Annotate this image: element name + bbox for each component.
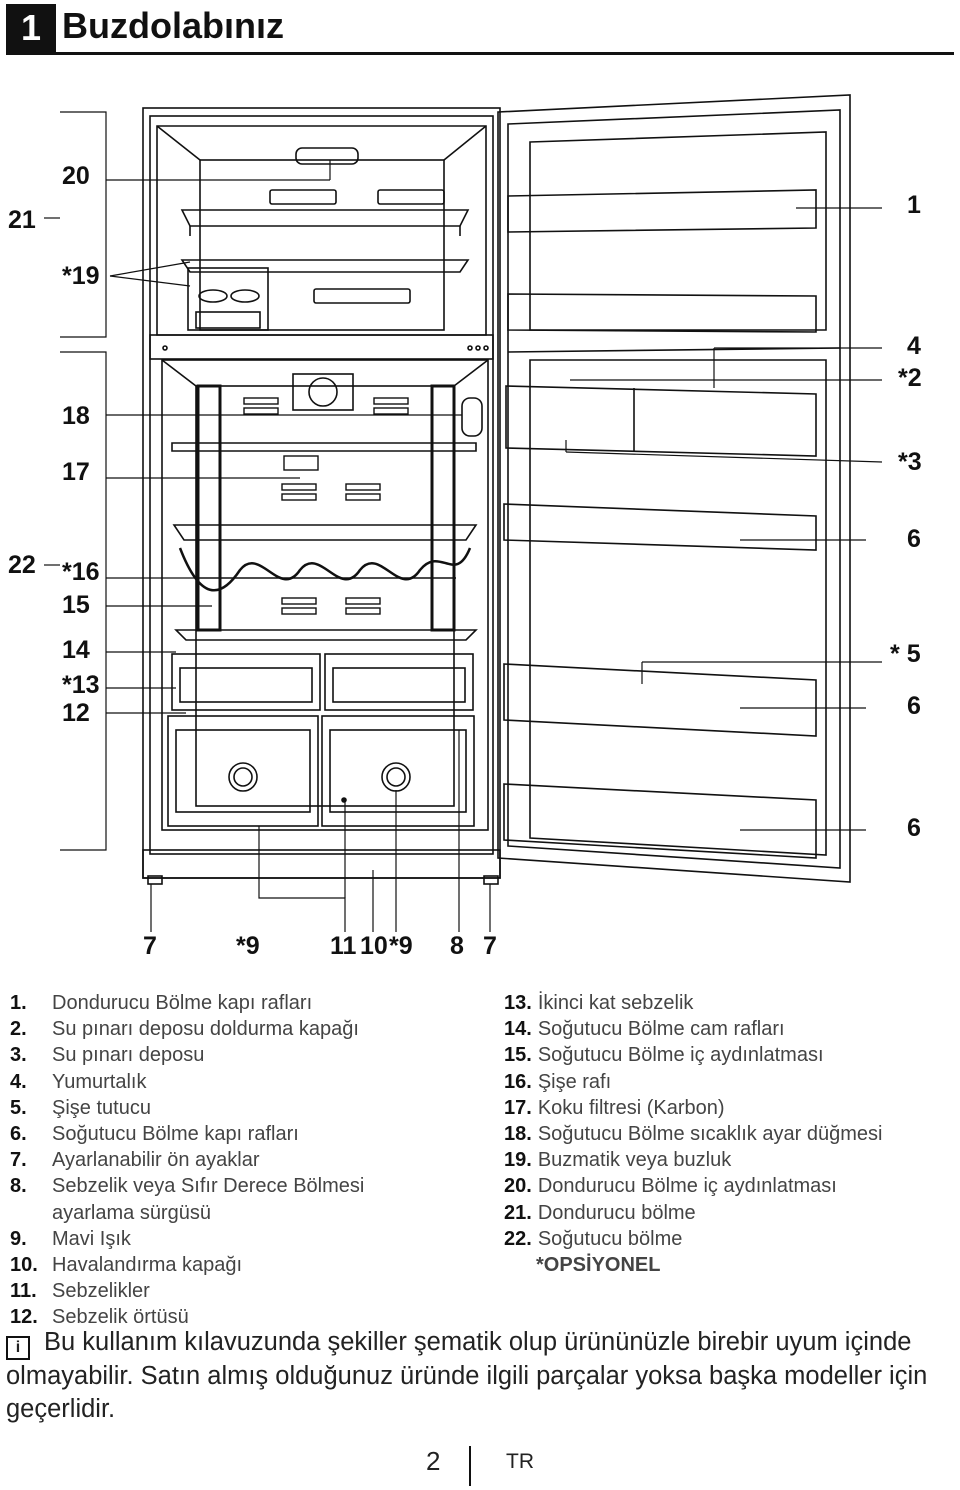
- callout-3: *3: [898, 448, 922, 476]
- callout-9-num: 9: [245, 932, 260, 960]
- legend-item: 1.Dondurucu Bölme kapı rafları: [10, 992, 313, 1014]
- legend-item: 18.Soğutucu Bölme sıcaklık ayar düğmesi: [504, 1123, 883, 1146]
- info-icon: i: [6, 1336, 30, 1360]
- callout-20: 20: [62, 162, 90, 190]
- callout-9b-num: 9: [398, 932, 413, 960]
- callout-6-bottom: 6: [907, 814, 921, 842]
- legend-item: 5.Şişe tutucu: [10, 1096, 151, 1119]
- callout-6-mid: 6: [907, 692, 921, 720]
- callout-16-num: 16: [71, 558, 100, 586]
- optional-label: *OPSİYONEL: [536, 1254, 661, 1277]
- legend-item: 3.Su pınarı deposu: [10, 1044, 205, 1067]
- legend-item: 19.Buzmatik veya buzluk: [504, 1149, 732, 1172]
- legend-item: 14.Soğutucu Bölme cam rafları: [504, 1018, 785, 1041]
- callout-22: 22: [8, 551, 36, 579]
- legend-item: 8.Sebzelik veya Sıfır Derece Bölmesi: [10, 1175, 365, 1198]
- callout-1: 1: [907, 191, 921, 219]
- optional-mark: *: [62, 262, 72, 290]
- legend-item: 9.Mavi Işık: [10, 1227, 131, 1250]
- optional-mark: *: [898, 364, 908, 392]
- legend-item: 4.Yumurtalık: [10, 1070, 147, 1093]
- callout-8: 8: [450, 932, 464, 960]
- legend-item: 2.Su pınarı deposu doldurma kapağı: [10, 1018, 359, 1041]
- legend-item: 10.Havalandırma kapağı: [10, 1254, 243, 1277]
- legend-item: 13.İkinci kat sebzelik: [504, 992, 694, 1014]
- legend-item: ayarlama sürgüsü: [52, 1201, 211, 1224]
- callout-7-left: 7: [143, 932, 157, 960]
- callout-21: 21: [8, 206, 36, 234]
- callout-5: * 5: [890, 640, 921, 668]
- optional-mark: *: [890, 640, 900, 668]
- callout-14: 14: [62, 636, 90, 664]
- refrigerator-diagram: [44, 94, 883, 932]
- legend-item: 22.Soğutucu bölme: [504, 1227, 683, 1250]
- legend-item: 21.Dondurucu bölme: [504, 1201, 696, 1224]
- legend-item: 6.Soğutucu Bölme kapı rafları: [10, 1123, 299, 1146]
- callout-13-num: 13: [71, 671, 100, 699]
- callout-9-right: *9: [389, 932, 413, 960]
- callout-7-right: 7: [483, 932, 497, 960]
- callout-17: 17: [62, 458, 90, 486]
- optional-mark: *: [389, 932, 399, 960]
- legend-item: 12.Sebzelik örtüsü: [10, 1306, 189, 1329]
- legend-item: 16.Şişe rafı: [504, 1070, 612, 1093]
- callout-19-num: 19: [71, 262, 100, 290]
- language-code: TR: [506, 1450, 534, 1473]
- optional-mark: *: [62, 558, 72, 586]
- callout-2-num: 2: [907, 364, 922, 392]
- callout-11: 11: [330, 932, 357, 960]
- page-number: 2: [426, 1446, 441, 1476]
- footer-divider: [469, 1446, 471, 1486]
- legend-item: 17.Koku filtresi (Karbon): [504, 1096, 725, 1119]
- callout-9-left: *9: [236, 932, 260, 960]
- callout-10: 10: [360, 932, 388, 960]
- optional-mark: *: [236, 932, 246, 960]
- callout-15: 15: [62, 591, 90, 619]
- callout-19: *19: [62, 262, 100, 290]
- page-title: Buzdolabınız: [62, 5, 284, 46]
- callout-2: *2: [898, 364, 922, 392]
- legend-item: 7.Ayarlanabilir ön ayaklar: [10, 1149, 260, 1172]
- callout-6-top: 6: [907, 525, 921, 553]
- callout-3-num: 3: [907, 448, 922, 476]
- legend-item: 20.Dondurucu Bölme iç aydınlatması: [504, 1175, 837, 1198]
- header-rule: [6, 52, 954, 55]
- callout-12: 12: [62, 699, 90, 727]
- callout-18: 18: [62, 402, 90, 430]
- callout-5-num: 5: [906, 640, 921, 668]
- optional-mark: *: [898, 448, 908, 476]
- legend-left: 1.Dondurucu Bölme kapı rafları 2.Su pına…: [10, 990, 364, 1331]
- legend-right: 13.İkinci kat sebzelik 14.Soğutucu Bölme…: [504, 990, 882, 1278]
- callout-4: 4: [907, 332, 921, 360]
- info-note-text: Bu kullanım kılavuzunda şekiller şematik…: [6, 1328, 928, 1423]
- legend-item: 15.Soğutucu Bölme iç aydınlatması: [504, 1044, 824, 1067]
- section-number: 1: [6, 4, 56, 52]
- optional-mark: *: [62, 671, 72, 699]
- legend-item: 11.Sebzelikler: [10, 1280, 150, 1303]
- callout-13: *13: [62, 671, 100, 699]
- callout-16: *16: [62, 558, 100, 586]
